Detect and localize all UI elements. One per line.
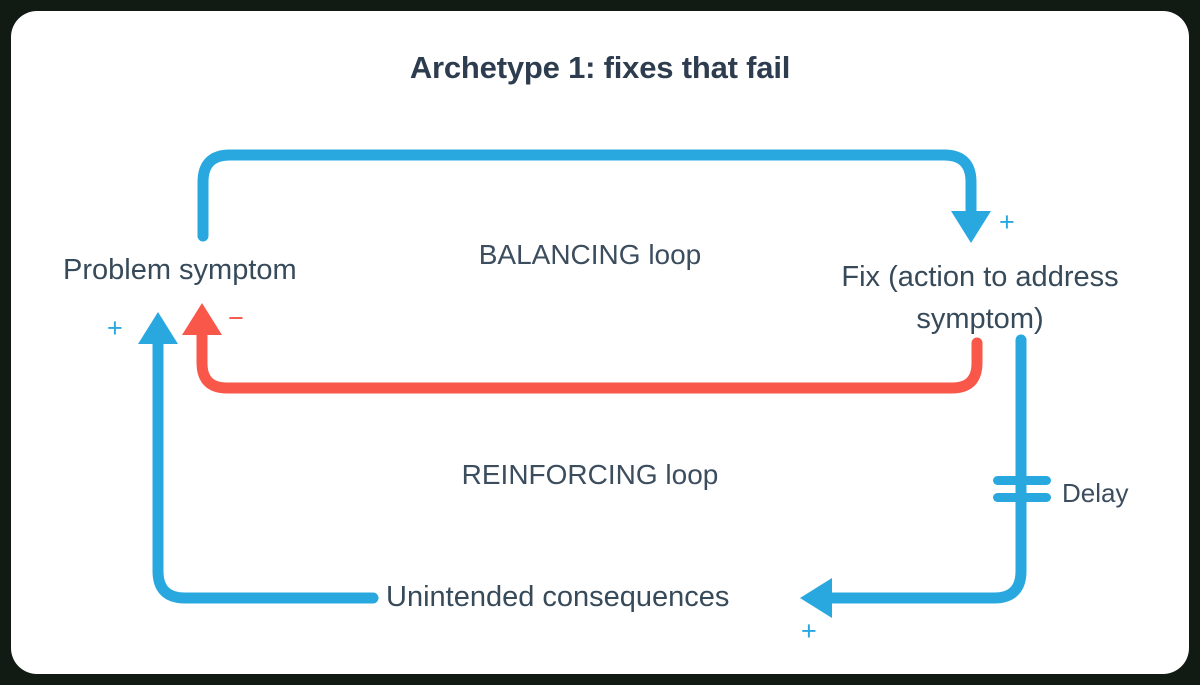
arrowhead-fix-to-unintended: [800, 578, 832, 618]
polarity-sign-fix-to-problem: −: [228, 303, 244, 333]
node-unintended-consequences: Unintended consequences: [386, 581, 730, 613]
arrowhead-problem-to-fix: [951, 211, 991, 243]
polarity-sign-problem-to-fix: +: [999, 207, 1015, 237]
arrowhead-unintended-to-problem: [138, 312, 178, 344]
delay-label: Delay: [1062, 478, 1129, 508]
arrowhead-fix-to-problem: [182, 303, 222, 335]
edge-fix-to-unintended: [822, 334, 1027, 604]
page-title: Archetype 1: fixes that fail: [409, 50, 791, 85]
node-fix-action: Fix (action to address symptom): [841, 261, 1119, 335]
loop-label-balancing: BALANCING loop: [478, 239, 702, 270]
edge-unintended-to-problem: [152, 336, 379, 604]
loop-label-reinforcing: REINFORCING loop: [461, 459, 719, 490]
edge-problem-to-fix: [197, 149, 977, 242]
edge-fix-to-problem: [196, 327, 983, 394]
node-problem-symptom: Problem symptom: [63, 254, 297, 286]
delay-marker-icon: [993, 476, 1051, 502]
polarity-sign-unintended-to-problem: +: [107, 313, 123, 343]
polarity-sign-fix-to-unintended: +: [801, 616, 817, 646]
